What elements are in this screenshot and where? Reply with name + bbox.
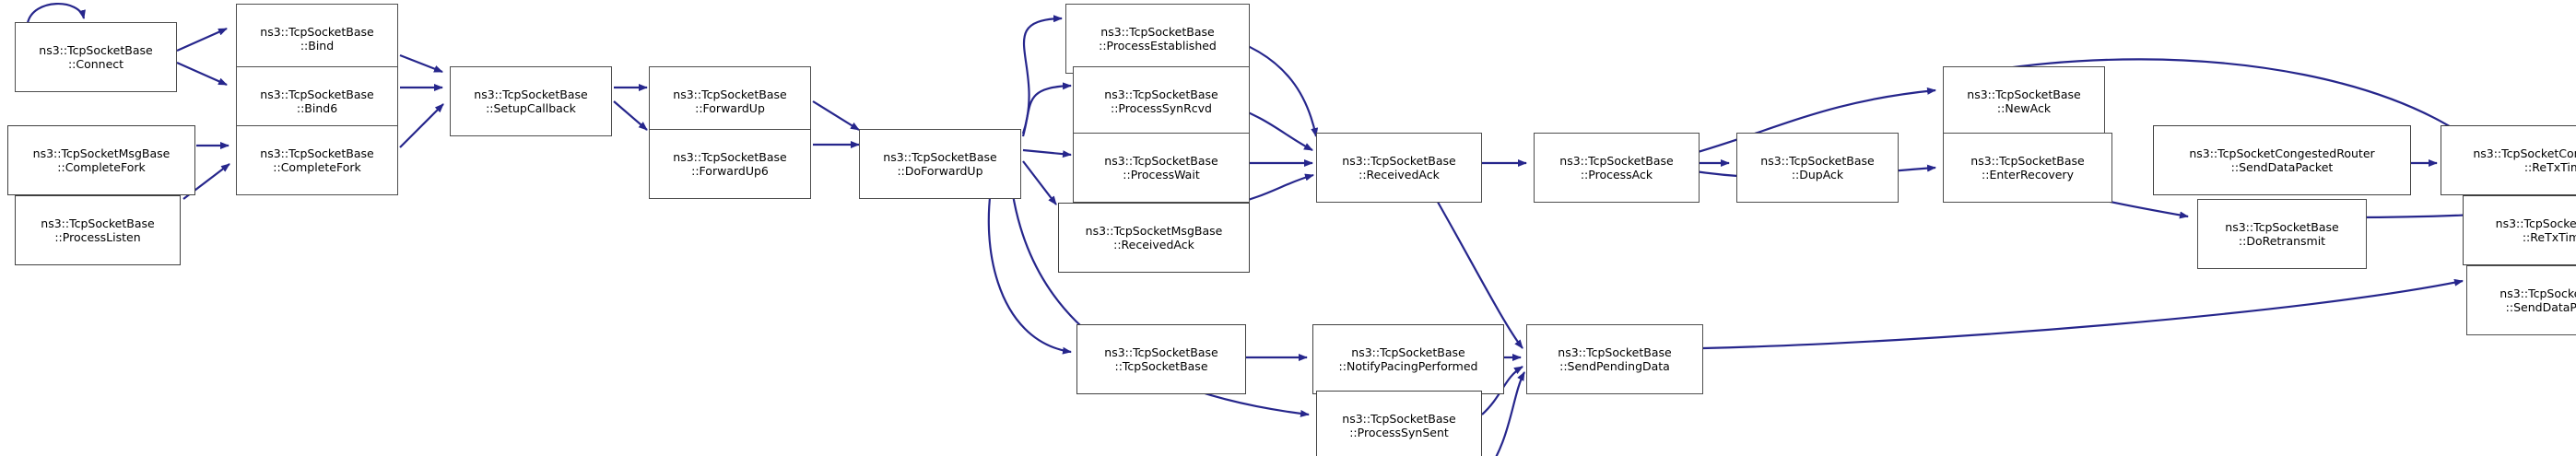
node-processlisten[interactable]: ns3::TcpSocketBase::ProcessListen [15,195,181,265]
node-bind[interactable]: ns3::TcpSocketBase::Bind [236,4,398,74]
node-label-line2: ::Bind [300,39,335,53]
edge-sendpendingdata-senddatapacket [1702,278,2464,350]
node-label-line2: ::ProcessEstablished [1099,39,1217,53]
node-newack[interactable]: ns3::TcpSocketBase::NewAck [1943,66,2105,136]
node-completefork[interactable]: ns3::TcpSocketBase::CompleteFork [236,125,398,195]
node-label-line1: ns3::TcpSocketBase [1559,154,1674,168]
node-notifypacing[interactable]: ns3::TcpSocketBase::NotifyPacingPerforme… [1312,324,1504,394]
node-label-line1: ns3::TcpSocketBase [41,216,155,230]
node-enterrecovery[interactable]: ns3::TcpSocketBase::EnterRecovery [1943,133,2112,203]
node-label-line2: ::Bind6 [296,101,338,115]
node-label-line2: ::NewAck [1996,101,2052,115]
node-label-line1: ns3::TcpSocketMsgBase [1085,224,1223,238]
edge-completefork-setupcallback [399,103,444,148]
node-label-line1: ns3::TcpSocketBase [1558,345,1672,359]
node-label-line2: ::DoRetransmit [2238,234,2326,248]
node-label-line2: ::ReTxTimeout [2523,160,2576,174]
edge-doforwardup-msgbasereceivedack [1022,160,1057,205]
node-label-line2: ::NotifyPacingPerformed [1338,359,1478,373]
node-router-retxtimeout[interactable]: ns3::TcpSocketCongestedRouter::ReTxTimeo… [2441,125,2576,195]
edge-receivedack-sendpendingdata [1424,179,1523,349]
node-label-line2: ::SendDataPacket [2505,300,2576,314]
node-label-line2: ::CompleteFork [273,160,361,174]
node-label-line2: ::SendPendingData [1559,359,1670,373]
node-label-line1: ns3::TcpSocketCongestedRouter [2189,146,2375,160]
node-label-line2: ::ReceivedAck [1113,238,1194,251]
node-connect[interactable]: ns3::TcpSocketBase::Connect [15,22,177,92]
node-senddatapacket[interactable]: ns3::TcpSocketBase::SendDataPacket [2466,265,2576,335]
node-label-line2: ::DupAck [1791,168,1844,181]
node-label-line2: ::ForwardUp [695,101,765,115]
node-label-line1: ns3::TcpSocketBase [1104,154,1218,168]
edge-connect-bind6 [176,61,228,87]
node-doretransmit[interactable]: ns3::TcpSocketBase::DoRetransmit [2197,199,2367,269]
node-label-line2: ::ProcessSynSent [1349,426,1449,439]
node-label-line1: ns3::TcpSocketBase [1104,88,1218,101]
node-label-line2: ::TcpSocketBase [1114,359,1208,373]
node-label-line1: ns3::TcpSocketBase [260,146,374,160]
node-label-line2: ::ReTxTimeout [2522,230,2576,244]
node-label-line1: ns3::TcpSocketBase [673,88,787,101]
node-doforwardup[interactable]: ns3::TcpSocketBase::DoForwardUp [859,129,1021,199]
node-receivedack[interactable]: ns3::TcpSocketBase::ReceivedAck [1316,133,1482,203]
node-label-line1: ns3::TcpSocketBase [1760,154,1875,168]
node-label-line1: ns3::TcpSocketBase [1100,25,1215,39]
node-label-line1: ns3::TcpSocketBase [2225,220,2339,234]
edge-connect-bind [176,27,228,53]
node-tcpsocketbase[interactable]: ns3::TcpSocketBase::TcpSocketBase [1076,324,1246,394]
edge-doforwardup-processestablished [1021,15,1063,134]
node-label-line1: ns3::TcpSocketMsgBase [2495,216,2576,230]
node-bind6[interactable]: ns3::TcpSocketBase::Bind6 [236,66,398,136]
node-label-line2: ::ForwardUp6 [691,164,769,178]
node-processsynrcvd[interactable]: ns3::TcpSocketBase::ProcessSynRcvd [1073,66,1250,136]
node-label-line1: ns3::TcpSocketBase [1104,345,1218,359]
node-label-line1: ns3::TcpSocketBase [1967,88,2081,101]
node-label-line2: ::SendDataPacket [2230,160,2334,174]
node-sendpendingdata[interactable]: ns3::TcpSocketBase::SendPendingData [1526,324,1703,394]
node-label-line2: ::ProcessSynRcvd [1111,101,1212,115]
node-label-line1: ns3::TcpSocketBase [39,43,153,57]
node-label-line1: ns3::TcpSocketBase [260,25,374,39]
node-processestablished[interactable]: ns3::TcpSocketBase::ProcessEstablished [1065,4,1250,74]
node-processack[interactable]: ns3::TcpSocketBase::ProcessAck [1534,133,1700,203]
node-msgbase-receivedack[interactable]: ns3::TcpSocketMsgBase::ReceivedAck [1058,203,1250,273]
node-msgbase-retxtimeout[interactable]: ns3::TcpSocketMsgBase::ReTxTimeout [2463,195,2576,265]
node-label-line2: ::ReceivedAck [1359,168,1440,181]
edge-setupcallback-forwardup6 [613,100,648,131]
node-label-line1: ns3::TcpSocketBase [1970,154,2085,168]
node-label-line1: ns3::TcpSocketBase [1342,412,1456,426]
node-label-line1: ns3::TcpSocketBase [260,88,374,101]
node-setupcallback[interactable]: ns3::TcpSocketBase::SetupCallback [450,66,612,136]
node-label-line1: ns3::TcpSocketCongestedRouter [2473,146,2576,160]
node-label-line1: ns3::TcpSocketBase [474,88,588,101]
node-label-line2: ::ProcessListen [54,230,141,244]
node-label-line1: ns3::TcpSocketBase [2500,286,2576,300]
node-label-line2: ::DoForwardUp [897,164,983,178]
node-label-line1: ns3::TcpSocketBase [1342,154,1456,168]
node-label-line2: ::CompleteFork [57,160,146,174]
node-label-line1: ns3::TcpSocketMsgBase [32,146,171,160]
node-label-line1: ns3::TcpSocketBase [673,150,787,164]
node-label-line2: ::ProcessAck [1580,168,1653,181]
node-label-line1: ns3::TcpSocketBase [883,150,997,164]
node-label-line2: ::ProcessWait [1123,168,1200,181]
node-label-line2: ::EnterRecovery [1982,168,2074,181]
node-msgbase-completefork[interactable]: ns3::TcpSocketMsgBase::CompleteFork [7,125,195,195]
edge-bind-setupcallback [399,53,443,74]
node-forwardup[interactable]: ns3::TcpSocketBase::ForwardUp [649,66,811,136]
node-processsynsent[interactable]: ns3::TcpSocketBase::ProcessSynSent [1316,391,1482,456]
node-router-senddatapacket[interactable]: ns3::TcpSocketCongestedRouter::SendDataP… [2153,125,2411,195]
node-label-line2: ::SetupCallback [486,101,576,115]
edge-forwardup-doforwardup [812,100,860,131]
edge-doforwardup-processsynrcvd [1021,82,1072,137]
edge-connect-connect [26,3,86,24]
edge-doforwardup-processwait [1022,148,1072,158]
node-label-line2: ::Connect [67,57,124,71]
node-dupack[interactable]: ns3::TcpSocketBase::DupAck [1736,133,1899,203]
node-forwardup6[interactable]: ns3::TcpSocketBase::ForwardUp6 [649,129,811,199]
node-label-line1: ns3::TcpSocketBase [1351,345,1465,359]
node-processwait[interactable]: ns3::TcpSocketBase::ProcessWait [1073,133,1250,203]
